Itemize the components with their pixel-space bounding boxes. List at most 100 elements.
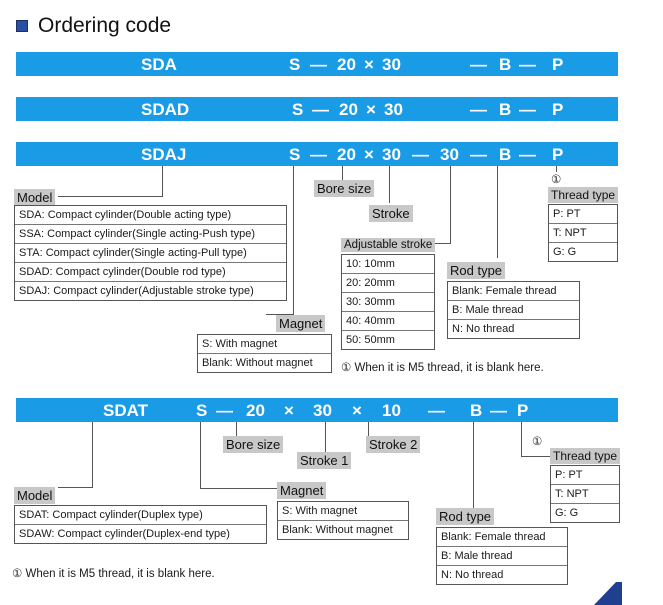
bar-times: × [284, 401, 294, 420]
thread-type-label-2: Thread type [550, 448, 621, 464]
bar-adjustable: 30 [440, 145, 459, 164]
adjustable-stroke-label: Adjustable stroke [341, 238, 436, 252]
bar-stroke: 30 [382, 145, 401, 164]
bar-dash: — [519, 145, 536, 164]
bar-magnet-code: S [196, 401, 208, 420]
bar-model: SDA [141, 55, 177, 74]
bar-magnet-code: S [289, 145, 301, 164]
list-item: Blank: Female thread [437, 528, 567, 547]
list-item: Blank: Without magnet [282, 524, 393, 536]
rod-type-list-2: Blank: Female thread B: Male thread N: N… [436, 527, 568, 585]
list-item: 40: 40mm [342, 312, 434, 331]
adjustable-stroke-list: 10: 10mm 20: 20mm 30: 30mm 40: 40mm 50: … [341, 254, 435, 350]
code-bar-sdad: SDAD S — 20 × 30 — B — P [16, 97, 618, 121]
stroke-label: Stroke [369, 205, 413, 222]
footnote-2: ① When it is M5 thread, it is blank here… [12, 568, 215, 580]
bar-thread: P [552, 145, 564, 164]
magnet-list: S: With magnet Blank: Without magnet [197, 334, 332, 373]
list-item: SDAT: Compact cylinder(Duplex type) [15, 506, 266, 525]
code-bar-sdat: SDAT S — 20 × 30 × 10 — B — P [16, 398, 618, 422]
corner-arrow-icon [594, 582, 622, 605]
list-item: 30: 30mm [342, 293, 434, 312]
list-item: 10: 10mm [342, 255, 434, 274]
magnet-label: Magnet [276, 315, 326, 332]
bar-stroke: 30 [384, 100, 403, 119]
bar-bore: 20 [246, 401, 265, 420]
list-item: SDAJ: Compact cylinder(Adjustable stroke… [19, 285, 254, 297]
footnote-marker: ① [551, 174, 562, 186]
bar-model: SDAD [141, 100, 190, 119]
thread-type-label: Thread type [548, 187, 619, 203]
bar-dash: — [310, 55, 327, 74]
list-item: Blank: Female thread [448, 282, 579, 301]
rod-type-label: Rod type [447, 262, 506, 279]
stroke-2-label: Stroke 2 [366, 436, 421, 453]
list-item: P: PT [549, 205, 617, 224]
bar-times: × [364, 145, 374, 164]
thread-type-list-2: P: PT T: NPT G: G [550, 465, 620, 523]
bar-thread: P [552, 55, 564, 74]
bar-dash: — [490, 401, 507, 420]
stroke-1-label: Stroke 1 [297, 452, 352, 469]
bar-dash: — [216, 401, 233, 420]
bar-dash: — [470, 100, 487, 119]
model-label: Model [14, 189, 56, 206]
list-item: G: G [555, 507, 579, 519]
rod-type-label-2: Rod type [436, 508, 495, 525]
bar-dash: — [412, 145, 429, 164]
list-item: G: G [553, 246, 577, 258]
bar-thread: P [517, 401, 529, 420]
list-item: S: With magnet [198, 335, 331, 354]
bar-rod: B [470, 401, 483, 420]
list-item: 20: 20mm [342, 274, 434, 293]
list-item: SDAD: Compact cylinder(Double rod type) [15, 263, 286, 282]
bar-model: SDAT [103, 401, 149, 420]
code-bar-sda: SDA S — 20 × 30 — B — P [16, 52, 618, 76]
thread-type-list: P: PT T: NPT G: G [548, 204, 618, 262]
list-item: N: No thread [452, 323, 515, 335]
bar-thread: P [552, 100, 564, 119]
bar-model: SDAJ [141, 145, 187, 164]
list-item: P: PT [551, 466, 619, 485]
bar-dash: — [310, 145, 327, 164]
list-item: SDAW: Compact cylinder(Duplex-end type) [19, 528, 230, 540]
bar-dash: — [312, 100, 329, 119]
code-bar-sdaj: SDAJ S — 20 × 30 — 30 — B — P [16, 142, 618, 166]
bar-stroke: 30 [382, 55, 401, 74]
bore-size-label: Bore size [314, 180, 375, 197]
list-item: T: NPT [551, 485, 619, 504]
bar-times: × [364, 55, 374, 74]
bar-dash: — [470, 55, 487, 74]
list-item: Blank: Without magnet [202, 357, 313, 369]
bar-stroke-1: 30 [313, 401, 332, 420]
list-item: SSA: Compact cylinder(Single acting-Push… [15, 225, 286, 244]
bar-dash: — [519, 55, 536, 74]
page-title: Ordering code [38, 14, 172, 37]
bar-rod: B [499, 145, 512, 164]
bore-size-label-2: Bore size [223, 436, 284, 453]
footnote-marker-2: ① [532, 436, 543, 448]
list-item: T: NPT [549, 224, 617, 243]
bar-bore: 20 [339, 100, 358, 119]
list-item: B: Male thread [448, 301, 579, 320]
bar-stroke-2: 10 [382, 401, 401, 420]
footnote: ① When it is M5 thread, it is blank here… [341, 362, 544, 374]
title-square-icon [16, 20, 28, 32]
bar-bore: 20 [337, 145, 356, 164]
model-list-2: SDAT: Compact cylinder(Duplex type) SDAW… [14, 505, 267, 544]
bar-times: × [352, 401, 362, 420]
list-item: S: With magnet [278, 502, 408, 521]
list-item: N: No thread [441, 569, 504, 581]
model-list: SDA: Compact cylinder(Double acting type… [14, 205, 287, 301]
bar-times: × [366, 100, 376, 119]
list-item: B: Male thread [437, 547, 567, 566]
list-item: 50: 50mm [346, 334, 395, 346]
bar-dash: — [428, 401, 445, 420]
magnet-label-2: Magnet [277, 482, 327, 499]
magnet-list-2: S: With magnet Blank: Without magnet [277, 501, 409, 540]
rod-type-list: Blank: Female thread B: Male thread N: N… [447, 281, 580, 339]
bar-magnet-code: S [289, 55, 301, 74]
bar-dash: — [470, 145, 487, 164]
bar-rod: B [499, 100, 512, 119]
bar-rod: B [499, 55, 512, 74]
